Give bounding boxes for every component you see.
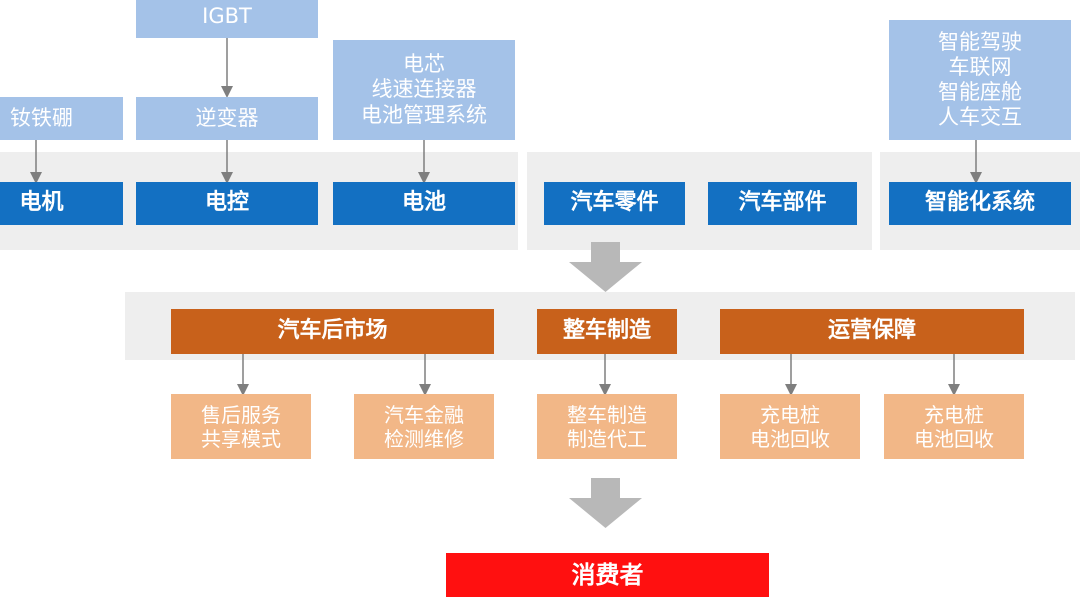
smart-system-label: 智能化系统 [924, 190, 1035, 216]
auto-components-label: 汽车部件 [738, 190, 827, 216]
operations-label: 运营保障 [827, 318, 916, 344]
charging-box-2: 充电桩 电池回收 [884, 394, 1024, 459]
auto-components-box: 汽车部件 [708, 182, 857, 225]
charging-1-line-2: 电池回收 [750, 426, 830, 451]
aftermarket-label: 汽车后市场 [277, 318, 388, 344]
charging-2-line-1: 充电桩 [924, 402, 984, 427]
aftermarket-box: 汽车后市场 [171, 309, 494, 354]
manufacturing-services-line-2: 制造代工 [567, 426, 647, 451]
battery-parts-box: 电芯 线速连接器 电池管理系统 [333, 40, 515, 140]
operations-box: 运营保障 [720, 309, 1024, 354]
battery-parts-line-3: 电池管理系统 [361, 102, 487, 127]
battery-parts-line-1: 电芯 [403, 52, 445, 77]
finance-box: 汽车金融 检测维修 [354, 394, 494, 459]
big-down-arrow-2 [569, 478, 642, 528]
inverter-box: 逆变器 [136, 97, 318, 140]
big-down-arrow-1 [569, 242, 642, 292]
consumer-box: 消费者 [446, 553, 769, 597]
battery-box: 电池 [333, 182, 515, 225]
motor-label: 电机 [19, 190, 64, 216]
smart-features-line-3: 智能座舱 [938, 80, 1022, 104]
manufacturing-services-box: 整车制造 制造代工 [537, 394, 677, 459]
smart-features-line-1: 智能驾驶 [938, 29, 1022, 54]
inverter-label: 逆变器 [195, 105, 259, 130]
auto-parts-box: 汽车零件 [544, 182, 685, 225]
battery-label: 电池 [401, 190, 446, 216]
controller-label: 电控 [204, 190, 249, 216]
charging-2-line-2: 电池回收 [914, 426, 994, 451]
charging-box-1: 充电桩 电池回收 [720, 394, 860, 459]
smart-features-box: 智能驾驶 车联网 智能座舱 人车交互 [889, 20, 1071, 140]
smart-features-line-2: 车联网 [948, 54, 1012, 79]
igbt-box: IGBT [136, 0, 318, 38]
magnet-label: 钕铁硼 [10, 105, 73, 130]
manufacturing-box: 整车制造 [537, 309, 677, 354]
after-sales-line-1: 售后服务 [201, 402, 281, 427]
finance-line-2: 检测维修 [384, 426, 464, 451]
after-sales-box: 售后服务 共享模式 [171, 394, 311, 459]
after-sales-line-2: 共享模式 [201, 426, 281, 451]
smart-features-line-4: 人车交互 [938, 105, 1022, 130]
smart-system-box: 智能化系统 [889, 182, 1071, 225]
magnet-box: 钕铁硼 [0, 97, 123, 140]
manufacturing-services-line-1: 整车制造 [567, 402, 647, 427]
auto-parts-label: 汽车零件 [570, 190, 659, 216]
finance-line-1: 汽车金融 [384, 402, 464, 427]
igbt-label: IGBT [202, 3, 252, 28]
motor-box: 电机 [0, 182, 123, 225]
manufacturing-label: 整车制造 [562, 318, 651, 344]
controller-box: 电控 [136, 182, 318, 225]
battery-parts-line-2: 线速连接器 [371, 77, 477, 102]
consumer-label: 消费者 [571, 560, 644, 589]
charging-1-line-1: 充电桩 [760, 402, 820, 427]
